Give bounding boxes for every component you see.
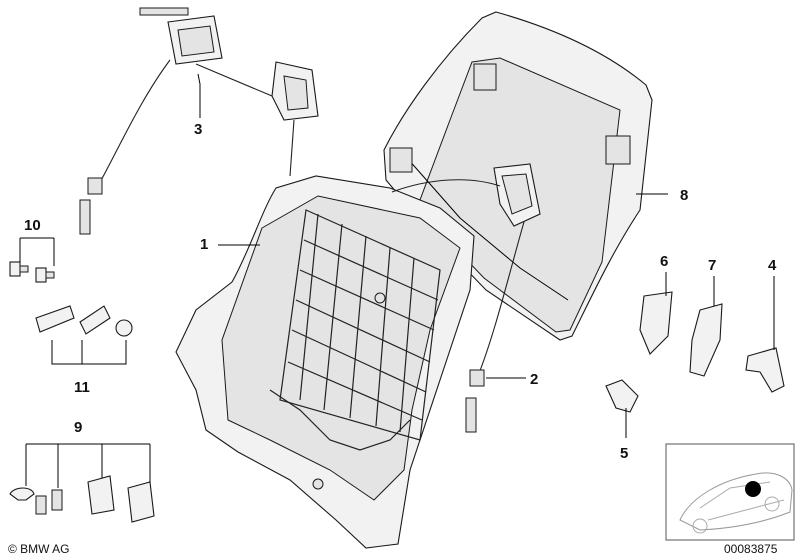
callout-7: 7 (708, 257, 716, 274)
callout-1: 1 (200, 236, 208, 253)
callout-8: 8 (680, 187, 688, 204)
cover-part-7[interactable] (689, 303, 723, 377)
callout-3: 3 (194, 121, 202, 138)
diagram-number: 00083875 (724, 542, 778, 556)
callout-2: 2 (530, 371, 538, 388)
callout-5: 5 (620, 445, 628, 462)
callout-4: 4 (768, 257, 777, 274)
bracket-part-11[interactable] (35, 305, 133, 337)
cover-part-4[interactable] (745, 347, 785, 393)
callout-10: 10 (24, 217, 41, 234)
clip-part-5[interactable] (605, 379, 639, 413)
brand-label: © BMW AG (8, 542, 70, 556)
backrest-frame-part[interactable] (175, 175, 475, 549)
callout-6: 6 (660, 253, 668, 270)
callout-11: 11 (74, 379, 90, 396)
car-thumbnail[interactable] (665, 443, 795, 541)
fastener-part-9[interactable] (9, 475, 155, 523)
release-cable-part[interactable] (79, 7, 319, 235)
latch-cable-part[interactable] (391, 163, 541, 433)
callout-9: 9 (74, 419, 82, 436)
location-marker-icon (745, 481, 761, 497)
callout-lines (19, 73, 775, 488)
screw-part-10[interactable] (9, 261, 55, 283)
cover-part-6[interactable] (639, 291, 673, 355)
